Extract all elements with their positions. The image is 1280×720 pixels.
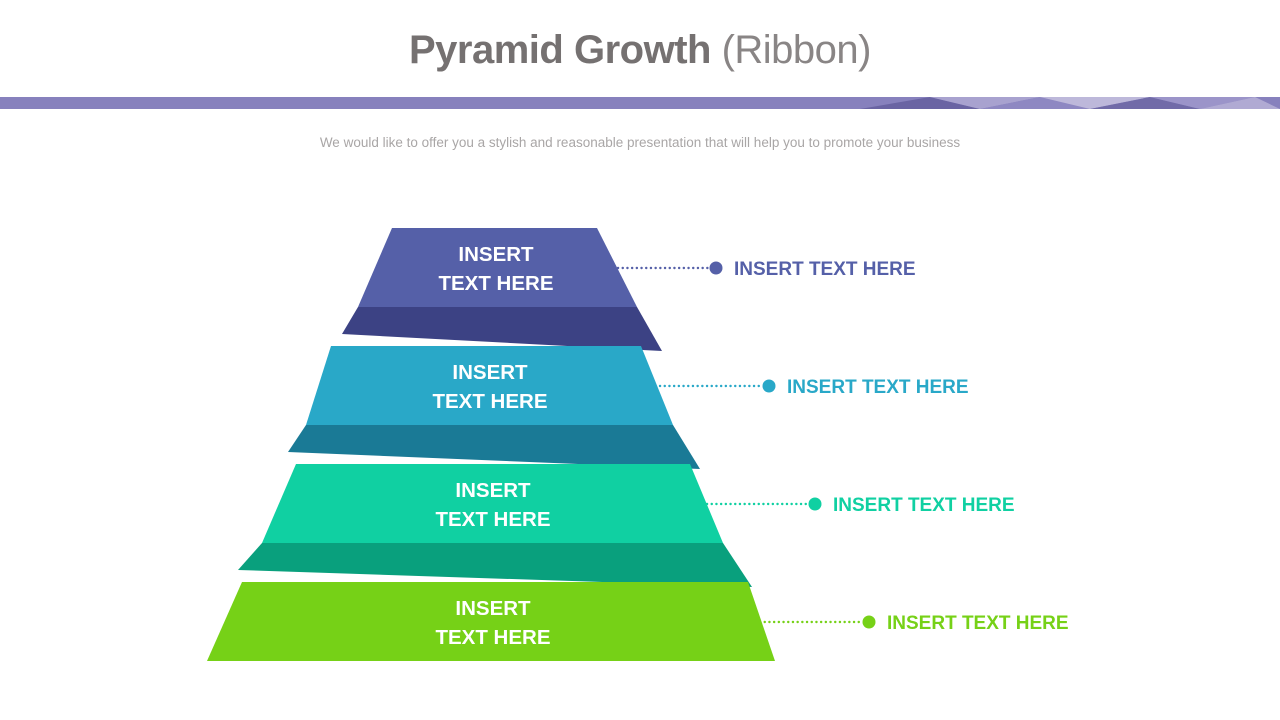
pyramid-level-3-text-line2: TEXT HERE [435,508,550,531]
pyramid-level-2-shape [306,346,673,425]
level-2-label: INSERT TEXT HERE [787,377,969,398]
accent-bar-facet [930,97,1040,109]
slide-subtitle: We would like to offer you a stylish and… [319,135,961,150]
pyramid-level-1-text-line2: TEXT HERE [438,272,553,295]
level-1-bullet-dot [709,261,723,275]
pyramid-level-4-text-line1: INSERT [455,597,531,620]
accent-bar-facet [1090,97,1200,109]
pyramid-level-1-shape [358,228,637,307]
pyramid-level-2-ribbon-fold [288,425,700,469]
pyramid-level-3-text-line1: INSERT [455,479,531,502]
accent-bar-facet [1200,97,1280,109]
level-2-bullet-dot [762,379,776,393]
pyramid-level-4-text-line2: TEXT HERE [435,626,550,649]
level-3-bullet-dot [808,497,822,511]
pyramid-level-1-ribbon-fold [342,307,662,351]
level-4-bullet-dot [862,615,876,629]
accent-bar-graphic [0,97,1280,109]
pyramid-level-1-text-line1: INSERT [458,243,534,266]
page-title-suffix: (Ribbon) [721,28,872,72]
level-3-label: INSERT TEXT HERE [833,495,1015,516]
pyramid-level-2-text-line2: TEXT HERE [432,390,547,413]
pyramid-level-3-shape [262,464,723,543]
accent-bar-facet [980,97,1090,109]
pyramid-level-2-text-line1: INSERT [452,361,528,384]
accent-bar-facet [1040,97,1150,109]
pyramid-level-3-ribbon-fold [238,543,752,587]
level-1-label: INSERT TEXT HERE [734,259,916,280]
page-title: Pyramid Growth (Ribbon) [0,28,1280,72]
page-title-main: Pyramid Growth [409,28,711,72]
accent-bar-facet [860,97,980,109]
accent-ribbon-bar [0,97,1280,109]
level-4-label: INSERT TEXT HERE [887,613,1069,634]
pyramid-level-4-shape [207,582,775,661]
accent-bar-facet [1150,97,1255,109]
